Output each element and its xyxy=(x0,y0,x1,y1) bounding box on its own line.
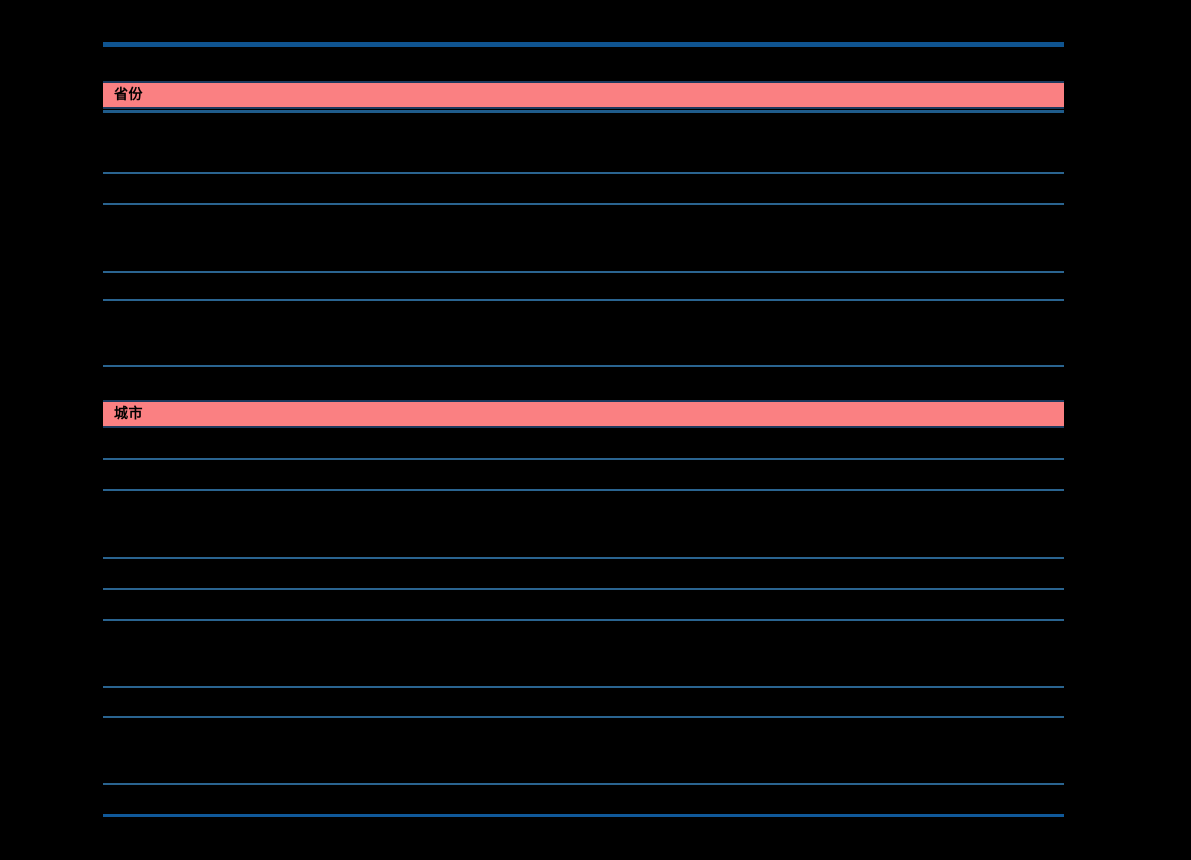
city-rule-4 xyxy=(103,588,1064,590)
city-rule-6 xyxy=(103,686,1064,688)
section-header-city: 城市 xyxy=(103,400,1064,428)
city-rule-7 xyxy=(103,716,1064,718)
province-rule-3 xyxy=(103,271,1064,273)
city-rule-5 xyxy=(103,619,1064,621)
province-rule-2 xyxy=(103,203,1064,205)
table-top-rule xyxy=(103,42,1064,47)
province-rule-5 xyxy=(103,365,1064,367)
table-bottom-rule xyxy=(103,814,1064,817)
province-header-under xyxy=(103,110,1064,113)
city-rule-8 xyxy=(103,783,1064,785)
province-rule-4 xyxy=(103,299,1064,301)
section-header-province: 省份 xyxy=(103,81,1064,109)
data-table: 省份城市 xyxy=(103,0,1064,860)
section-header-label: 省份 xyxy=(114,87,143,103)
province-rule-1 xyxy=(103,172,1064,174)
city-rule-2 xyxy=(103,489,1064,491)
city-rule-3 xyxy=(103,557,1064,559)
section-header-label: 城市 xyxy=(114,406,143,422)
city-rule-1 xyxy=(103,458,1064,460)
